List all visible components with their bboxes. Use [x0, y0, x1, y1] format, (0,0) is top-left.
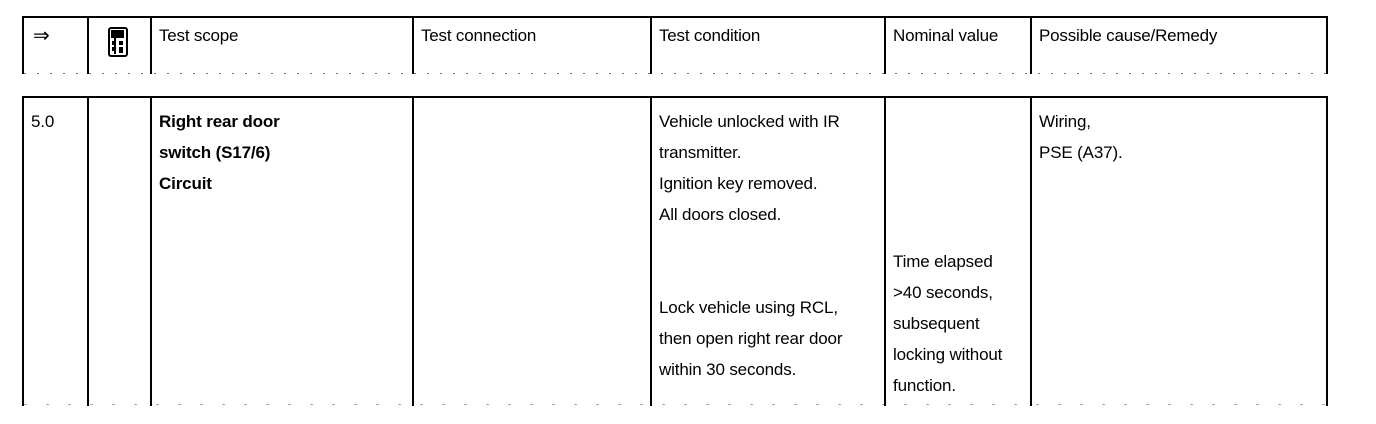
row-cell-tester	[89, 98, 150, 406]
test-condition-line-2: transmitter.	[659, 143, 742, 162]
test-condition-line-5: Lock vehicle using RCL,	[659, 298, 838, 317]
table-row: 5.0 Right rear door switch (S17/6) Circu…	[22, 96, 1328, 406]
nominal-value-line-1: Time elapsed	[893, 252, 993, 271]
row-cell-test-connection	[414, 98, 650, 406]
header-cell-test-connection: Test connection	[414, 18, 650, 76]
page-crop-rule	[24, 404, 1328, 405]
row-divider-6	[1030, 98, 1032, 406]
header-divider-4	[650, 18, 652, 74]
test-condition-line-3: Ignition key removed.	[659, 174, 818, 193]
header-divider-6	[1030, 18, 1032, 74]
header-divider-2	[150, 18, 152, 74]
nominal-value-line-4: locking without	[893, 345, 1003, 364]
row-step-number: 5.0	[31, 112, 55, 131]
header-divider-1	[87, 18, 89, 74]
header-label-test-condition: Test condition	[659, 26, 761, 45]
possible-cause-remedy-text: Wiring, PSE (A37).	[1039, 98, 1326, 168]
row-divider-2	[150, 98, 152, 406]
header-divider-5	[884, 18, 886, 74]
row-cell-test-scope: Right rear door switch (S17/6) Circuit	[152, 98, 412, 406]
row-divider-3	[412, 98, 414, 406]
test-scope-line-3: Circuit	[159, 174, 212, 193]
test-condition-line-7: within 30 seconds.	[659, 360, 797, 379]
test-condition-line-1: Vehicle unlocked with IR	[659, 112, 840, 131]
test-condition-spacer	[659, 230, 884, 292]
row-divider-5	[884, 98, 886, 406]
nominal-value-text: Time elapsed >40 seconds, subsequent loc…	[893, 98, 1030, 401]
header-cell-tester	[89, 18, 150, 76]
row-cell-test-condition: Vehicle unlocked with IR transmitter. Ig…	[652, 98, 884, 406]
header-divider-3	[412, 18, 414, 74]
test-condition-line-6: then open right rear door	[659, 329, 843, 348]
header-cell-possible-cause-remedy: Possible cause/Remedy	[1032, 18, 1326, 76]
header-cell-test-scope: Test scope	[152, 18, 412, 76]
header-cell-test-condition: Test condition	[652, 18, 884, 76]
test-condition-line-4: All doors closed.	[659, 205, 782, 224]
nominal-value-line-2: >40 seconds,	[893, 283, 993, 302]
header-label-nominal-value: Nominal value	[893, 26, 999, 45]
row-cell-nominal-value: Time elapsed >40 seconds, subsequent loc…	[886, 98, 1030, 406]
test-condition-block-1: Vehicle unlocked with IR transmitter. Ig…	[659, 98, 884, 230]
handheld-tester-icon	[108, 27, 128, 57]
remedy-line-1: Wiring,	[1039, 112, 1091, 131]
row-cell-possible-cause-remedy: Wiring, PSE (A37).	[1032, 98, 1326, 406]
header-label-test-scope: Test scope	[159, 26, 239, 45]
test-scope-text: Right rear door switch (S17/6) Circuit	[159, 98, 412, 199]
row-cell-step: 5.0	[24, 98, 87, 406]
test-scope-line-2: switch (S17/6)	[159, 143, 271, 162]
header-label-possible-cause-remedy: Possible cause/Remedy	[1039, 26, 1218, 45]
header-cell-nominal-value: Nominal value	[886, 18, 1030, 76]
step-arrow-icon: ⇒	[33, 25, 50, 47]
row-divider-1	[87, 98, 89, 406]
header-bottom-rule	[24, 73, 1326, 74]
row-divider-4	[650, 98, 652, 406]
remedy-line-2: PSE (A37).	[1039, 143, 1123, 162]
header-label-test-connection: Test connection	[421, 26, 537, 45]
nominal-value-line-3: subsequent	[893, 314, 980, 333]
test-condition-block-2: Lock vehicle using RCL, then open right …	[659, 292, 884, 385]
test-scope-line-1: Right rear door	[159, 112, 280, 131]
table-header-row: ⇒ Test scope Test connection Test condi	[22, 16, 1328, 74]
nominal-value-line-5: function.	[893, 376, 956, 395]
header-cell-step: ⇒	[24, 18, 87, 76]
